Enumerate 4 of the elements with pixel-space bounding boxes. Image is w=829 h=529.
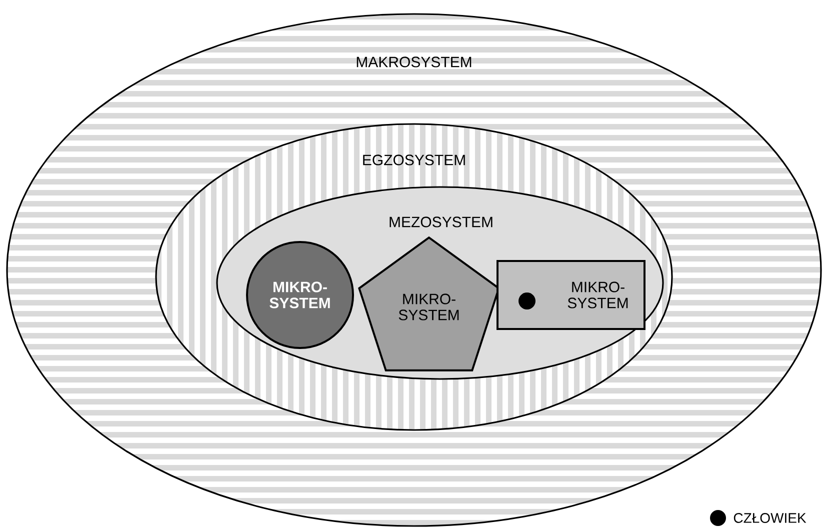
system-rectangle: MIKRO- SYSTEM — [496, 260, 646, 330]
legend-label: CZŁOWIEK — [734, 513, 806, 523]
node-label: EGZOSYSTEM — [363, 154, 465, 166]
node-label: MEZOSYSTEM — [390, 216, 492, 228]
